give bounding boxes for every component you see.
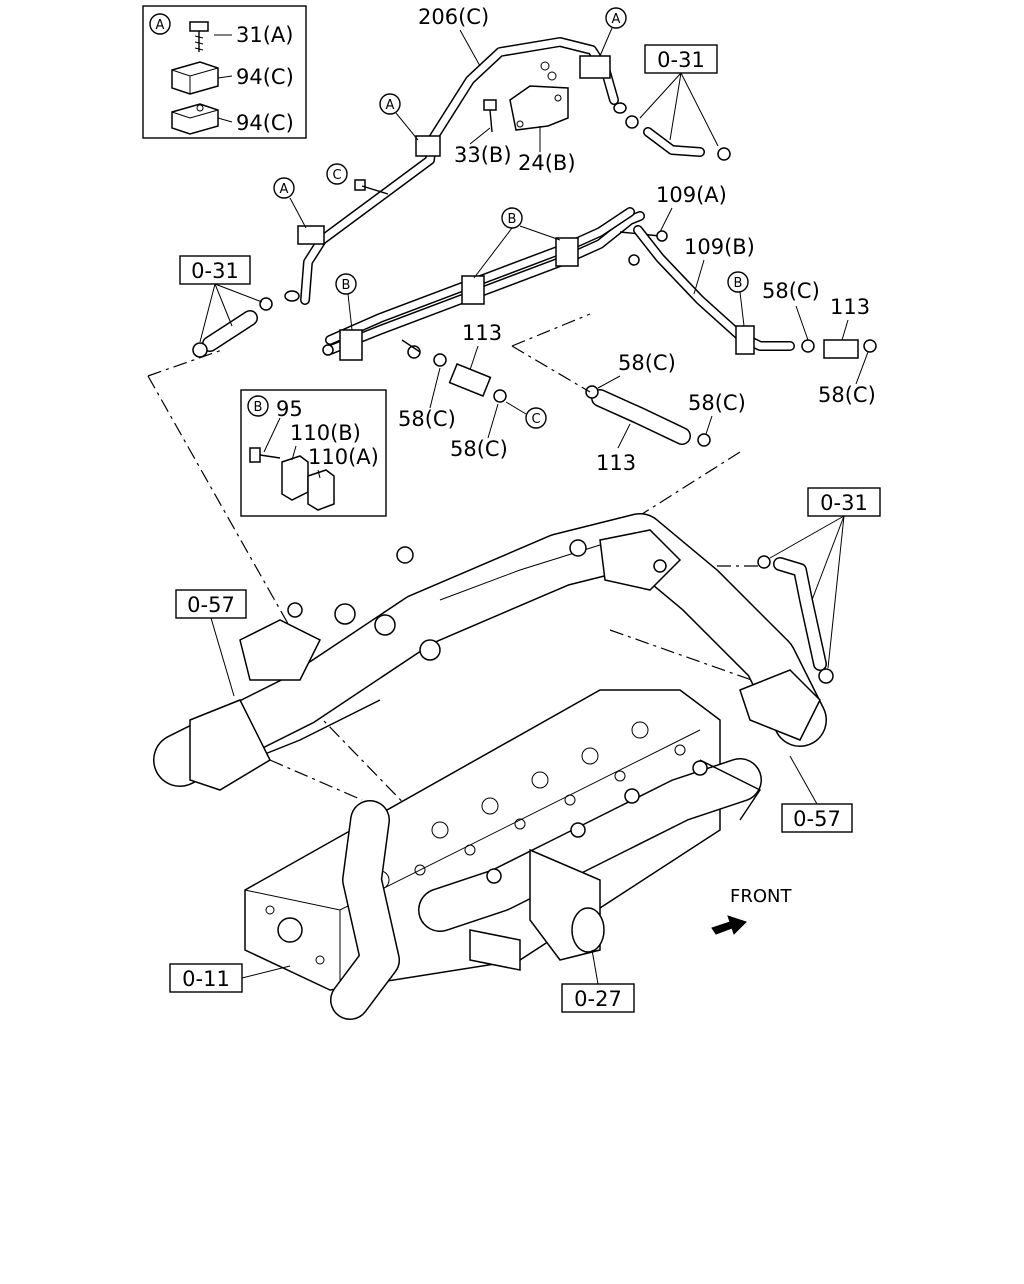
inset-b: B 95 110(B) 110(A) <box>240 389 387 517</box>
clip-206c-2 <box>415 135 441 157</box>
marker-a-top: A <box>599 7 627 57</box>
label-58c-lower-right: 58(C) <box>688 391 746 415</box>
label-109b: 109(B) <box>684 235 755 259</box>
pipe-rail-b <box>322 207 795 361</box>
svg-text:B: B <box>508 212 517 227</box>
marker-c-top: C <box>326 163 348 185</box>
ref-0-57-left: 0-57 <box>187 593 235 617</box>
clip-206c-1 <box>297 225 325 245</box>
label-110b: 110(B) <box>290 421 361 445</box>
clamp-rail-1 <box>339 329 363 361</box>
ref-0-57-right: 0-57 <box>793 807 841 831</box>
ref-0-31-right: 0-31 <box>820 491 868 515</box>
pipe-206c <box>284 37 627 305</box>
front-label: FRONT <box>730 886 792 907</box>
label-33b: 33(B) <box>454 143 512 167</box>
label-94c-upper: 94(C) <box>236 65 294 89</box>
svg-text:A: A <box>156 18 165 33</box>
marker-b-inset <box>247 395 269 417</box>
label-95: 95 <box>276 397 303 421</box>
label-58c-lower-left: 58(C) <box>618 351 676 375</box>
ref-0-31-top: 0-31 <box>657 48 705 72</box>
clamp-109b <box>735 325 755 355</box>
label-94c-lower: 94(C) <box>236 111 294 135</box>
bolt-95 <box>249 447 281 463</box>
clip-206c-3 <box>579 55 611 79</box>
ref-0-31-left: 0-31 <box>191 259 239 283</box>
svg-text:C: C <box>531 412 540 427</box>
clamp-110a <box>307 469 335 511</box>
ref-0-11: 0-11 <box>182 967 230 991</box>
label-58c-center-right: 58(C) <box>450 437 508 461</box>
label-58c-right-top: 58(C) <box>762 279 820 303</box>
marker-b-rail-top: B <box>473 207 561 279</box>
bracket-24b <box>509 85 569 131</box>
label-206c: 206(C) <box>418 5 489 29</box>
svg-text:A: A <box>386 98 395 113</box>
svg-text:A: A <box>280 182 289 197</box>
ref-0-27: 0-27 <box>574 987 622 1011</box>
front-arrow-icon <box>711 915 747 935</box>
svg-text:B: B <box>734 276 743 291</box>
clamp-110b <box>281 455 309 501</box>
marker-a-mid: A <box>379 93 419 141</box>
label-24b: 24(B) <box>518 151 576 175</box>
svg-text:B: B <box>342 278 351 293</box>
label-113-right: 113 <box>830 295 870 319</box>
clamp-94c-upper <box>171 61 219 95</box>
label-31a: 31(A) <box>236 23 293 47</box>
clamp-rail-3 <box>555 237 579 267</box>
marker-b-rail-left: B <box>335 273 357 331</box>
label-109a: 109(A) <box>656 183 727 207</box>
marker-a-left: A <box>273 177 307 229</box>
intake-manifold <box>153 513 827 791</box>
inset-a: A 31(A) 94(C) 94(C) <box>142 5 307 139</box>
svg-text:C: C <box>332 168 341 183</box>
svg-text:A: A <box>612 12 621 27</box>
hose-113-center <box>448 363 492 397</box>
clamp-94c-lower <box>171 103 219 135</box>
clamp-rail-2 <box>461 275 485 305</box>
hose-113-right <box>823 339 859 359</box>
marker-c-center: C <box>505 401 547 429</box>
marker-a-inset <box>149 13 171 35</box>
bolt-31a <box>189 21 209 52</box>
label-58c-center-left: 58(C) <box>398 407 456 431</box>
label-113-lower: 113 <box>596 451 636 475</box>
label-113-center: 113 <box>462 321 502 345</box>
marker-b-right: B <box>727 271 749 327</box>
label-110a: 110(A) <box>308 445 379 469</box>
label-58c-right-bottom: 58(C) <box>818 383 876 407</box>
exhaust-manifold <box>418 758 762 971</box>
svg-text:B: B <box>254 400 263 415</box>
